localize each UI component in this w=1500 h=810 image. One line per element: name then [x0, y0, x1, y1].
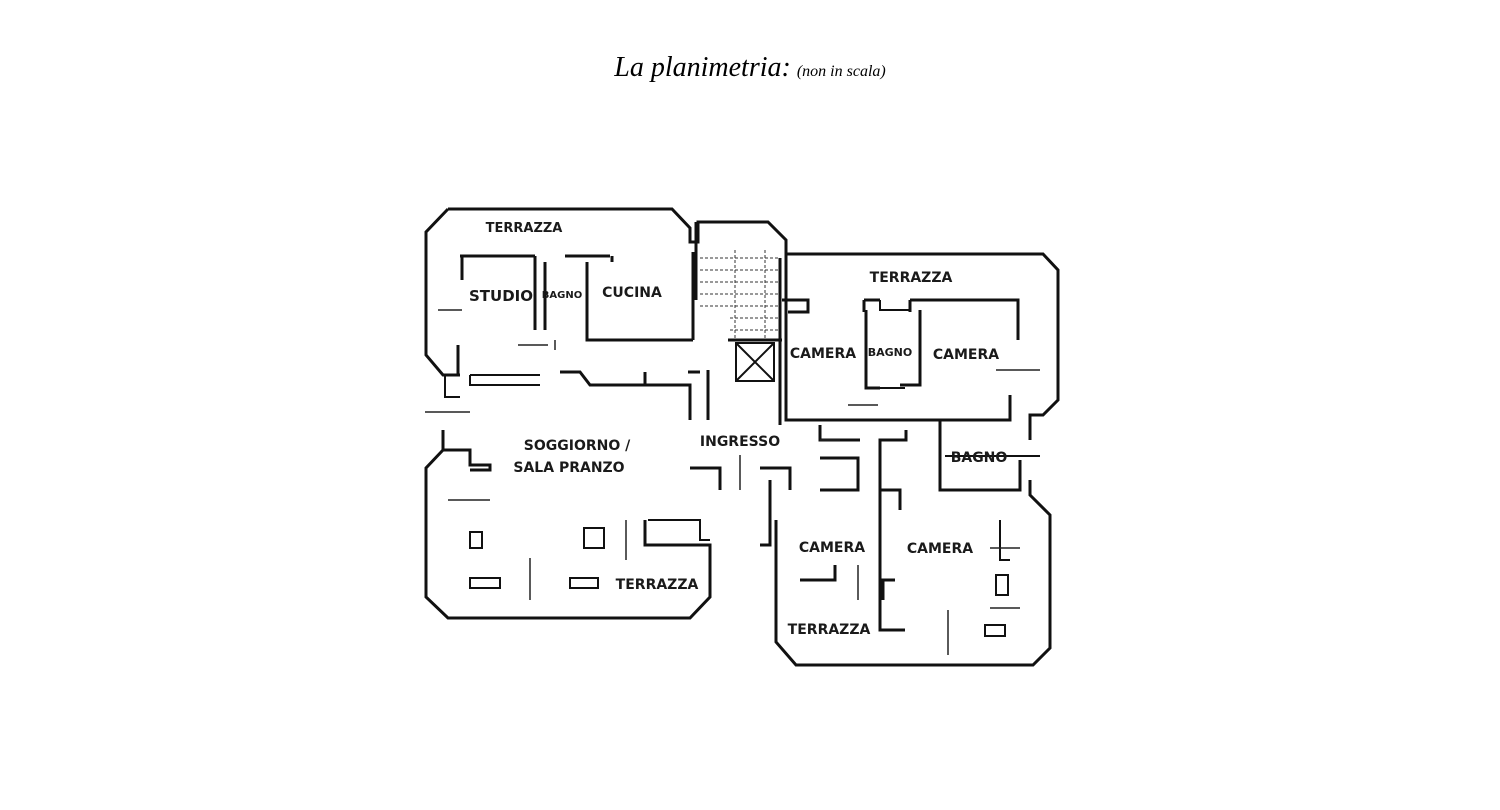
wall-se-inner [800, 418, 1022, 632]
label-terrazza-nw: TERRAZZA [486, 221, 563, 236]
lift-cross [735, 342, 775, 382]
plan-title: La planimetria: [614, 52, 791, 83]
wall-ne-outline [784, 252, 1060, 440]
wall-ingresso [690, 425, 860, 547]
label-cucina: CUCINA [602, 285, 662, 301]
label-soggiorno-line2: SALA PRANZO [513, 460, 624, 476]
label-camera-2: CAMERA [933, 347, 999, 363]
label-ingresso: INGRESSO [700, 434, 780, 450]
plan-ticks [425, 309, 1040, 655]
label-terrazza-sw: TERRAZZA [616, 577, 699, 593]
wall-se-outline [774, 480, 1052, 667]
label-bagno-2: BAGNO [868, 346, 912, 359]
wall-ne-inner [862, 298, 1020, 390]
wall-living-outline [424, 430, 712, 620]
wall-se-fixtures [945, 455, 1040, 637]
wall-nw-inner [456, 252, 695, 375]
label-studio: STUDIO [469, 287, 533, 305]
staircase [700, 250, 780, 340]
label-camera-4: CAMERA [907, 541, 973, 557]
plan-scale-note: (non in scala) [796, 63, 886, 80]
wall-living-inner [469, 519, 710, 589]
lift-shaft [735, 342, 775, 382]
label-bagno-1: BAGNO [542, 290, 582, 301]
wall-core [694, 222, 810, 425]
page-heading: La planimetria: (non in scala) [0, 52, 1500, 84]
wall-nw-outline [424, 207, 788, 377]
wall-ne-partition [879, 300, 910, 389]
label-terrazza-ne: TERRAZZA [870, 270, 953, 286]
label-bagno-3: BAGNO [951, 450, 1008, 466]
label-soggiorno-line1: SOGGIORNO / [524, 438, 631, 454]
label-camera-3: CAMERA [799, 540, 865, 556]
wall-studio-bottom [444, 374, 540, 398]
wall-kitchen-corridor [560, 370, 700, 420]
label-terrazza-se: TERRAZZA [788, 622, 871, 638]
label-camera-1: CAMERA [790, 346, 856, 362]
